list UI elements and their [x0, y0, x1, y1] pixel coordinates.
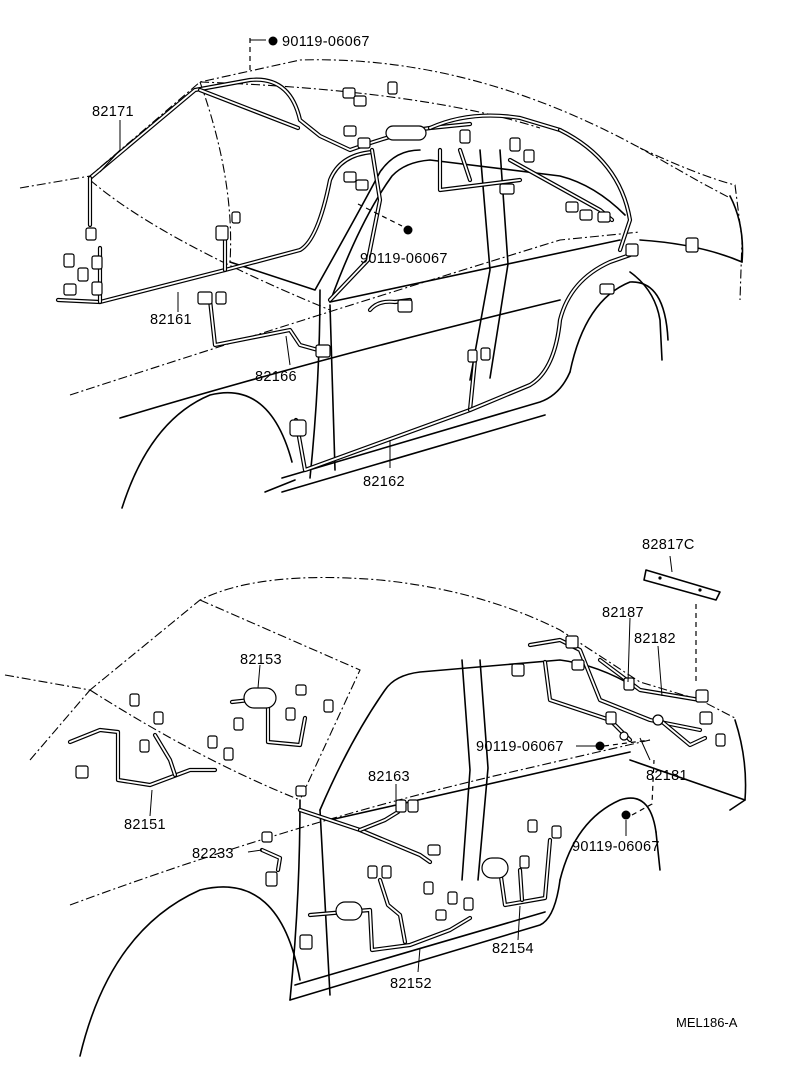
top-leaders	[99, 36, 413, 468]
top-connectors	[63, 81, 699, 437]
top-labels: 90119-06067 82171 90119-06067 82161 8216…	[92, 34, 448, 490]
part-label: 82154	[492, 941, 534, 957]
part-label: 82152	[390, 976, 432, 992]
figure-code: MEL186-A	[676, 1015, 738, 1030]
bottom-leaders	[149, 617, 663, 973]
fastener-label: 90119-06067	[572, 839, 660, 855]
fastener-label: 90119-06067	[360, 251, 448, 267]
bottom-connectors	[75, 635, 726, 950]
bottom-harnesses	[67, 637, 708, 953]
part-label: 82151	[124, 817, 166, 833]
part-label: 82162	[363, 474, 405, 490]
part-label: 82181	[646, 768, 688, 784]
top-car-body	[19, 59, 744, 509]
part-label: 82163	[368, 769, 410, 785]
part-label: 82182	[634, 631, 676, 647]
part-label: 82153	[240, 652, 282, 668]
fastener-label: 90119-06067	[282, 34, 370, 50]
bracket-82817c	[643, 555, 721, 684]
part-label: 82233	[192, 846, 234, 862]
fastener-label: 90119-06067	[476, 739, 564, 755]
bottom-labels: 82817C 82187 82182 82153 90119-06067 821…	[124, 537, 695, 992]
part-label: 82187	[602, 605, 644, 621]
part-label: 82161	[150, 312, 192, 328]
harness-82166	[207, 297, 321, 353]
part-label: 82817C	[642, 537, 695, 553]
part-label: 82166	[255, 369, 297, 385]
bottom-car-body	[4, 577, 747, 1057]
harness-82171	[87, 77, 563, 228]
part-label: 82171	[92, 104, 134, 120]
